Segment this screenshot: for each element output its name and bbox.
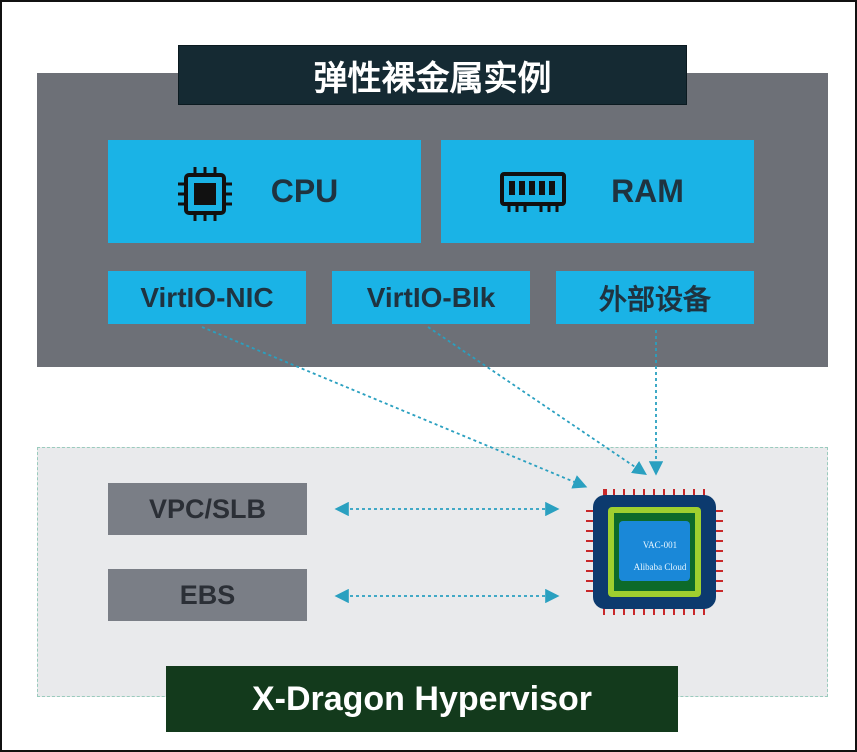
blk-to-chip-arrow	[427, 326, 647, 476]
vpc-slb-block: VPC/SLB	[108, 483, 307, 535]
ram-block: RAM	[441, 140, 754, 243]
cpu-label: CPU	[270, 173, 339, 209]
cpu-chip-icon	[176, 165, 234, 231]
chip-model-text: VAC-001	[642, 540, 678, 550]
virtio-blk-block: VirtIO-Blk	[332, 271, 530, 324]
ram-label: RAM	[611, 173, 684, 209]
ram-module-icon	[499, 170, 567, 224]
cpu-block: CPU	[108, 140, 421, 243]
nic-to-chip-arrow	[201, 326, 588, 489]
ebs-block: EBS	[108, 569, 307, 621]
hypervisor-title: X-Dragon Hypervisor	[166, 666, 678, 732]
external-device-block: 外部设备	[556, 271, 754, 324]
virtio-nic-block: VirtIO-NIC	[108, 271, 306, 324]
chip-brand-text: Alibaba Cloud	[633, 562, 687, 572]
instance-title: 弹性裸金属实例	[178, 45, 687, 105]
x-dragon-chip	[586, 489, 723, 615]
